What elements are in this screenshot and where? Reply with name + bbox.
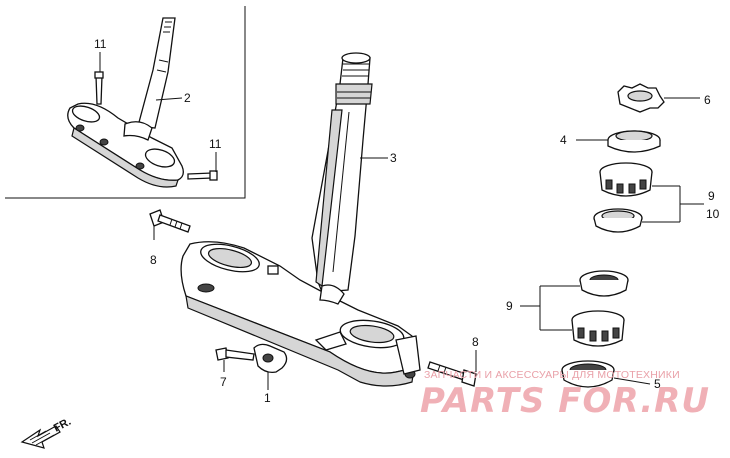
front-direction-label: FR. (52, 416, 73, 435)
callout-8-left: 8 (150, 253, 157, 267)
dust-seal-5 (561, 360, 615, 388)
race-lower-9 (579, 270, 629, 297)
callout-6: 6 (704, 93, 711, 107)
lower-bracket (180, 241, 421, 387)
race-10 (593, 208, 643, 233)
washer-4 (607, 130, 661, 153)
bolt-8-left (149, 209, 191, 233)
bearing-lower-9 (571, 310, 625, 347)
clamp-1 (215, 343, 288, 374)
callout-9-upper: 9 (708, 189, 715, 203)
callout-2: 2 (184, 91, 191, 105)
callout-4: 4 (560, 133, 567, 147)
callout-10: 10 (706, 207, 720, 221)
callout-7: 7 (220, 375, 227, 389)
bearing-upper-9 (599, 162, 653, 197)
callout-8-right: 8 (472, 335, 479, 349)
callout-11-upper: 11 (94, 37, 107, 51)
locknut-6 (617, 83, 665, 113)
inset-steering-stem (67, 17, 218, 188)
leader-lines (99, 52, 704, 390)
callout-11-right: 11 (209, 137, 222, 151)
callout-9-lower: 9 (506, 299, 513, 313)
watermark-brand: PARTS FOR.RU (420, 381, 710, 421)
bolt-8-right (427, 361, 477, 387)
callout-3: 3 (390, 151, 397, 165)
callout-1: 1 (264, 391, 271, 405)
watermark-subtitle: ЗАПЧАСТИ И АКСЕССУАРЫ ДЛЯ МОТОТЕХНИКИ (424, 369, 680, 381)
inset-border (5, 6, 246, 199)
steering-stem (311, 52, 373, 293)
callout-5: 5 (654, 377, 661, 391)
front-direction-arrow (20, 425, 61, 449)
